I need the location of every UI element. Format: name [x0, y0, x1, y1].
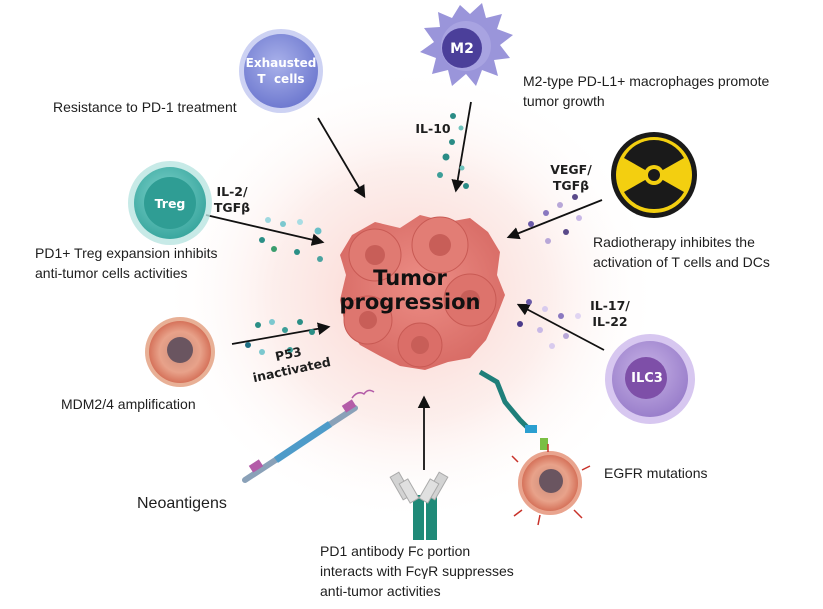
treg-caption-line1: PD1+ Treg expansion inhibits: [35, 245, 218, 261]
neoantigens-caption: Neoantigens: [137, 495, 227, 512]
cytokine-dots-treg: [259, 217, 323, 262]
neoantigen-icon: [242, 389, 375, 483]
exhausted-t-caption: Resistance to PD-1 treatment: [53, 99, 237, 115]
cytokine-dots-m2: [437, 113, 469, 189]
antibody-caption-line1: PD1 antibody Fc portion: [320, 543, 471, 559]
mdm2-cell: [145, 317, 215, 387]
mdm2-caption: MDM2/4 amplification: [61, 396, 196, 412]
radiation-icon: [611, 132, 697, 218]
treg-cell-label: Treg: [154, 196, 186, 211]
m2-macrophage: [420, 3, 513, 86]
treg-cytokine-line2: TGFβ: [213, 200, 251, 215]
center-title-line2: progression: [339, 290, 481, 314]
treg-caption-line2: anti-tumor cells activities: [35, 265, 188, 281]
radiation-cytokine-line2: TGFβ: [552, 178, 590, 193]
arrow-exhausted-to-tumor: [317, 117, 366, 199]
exhausted-t-cell: [239, 29, 323, 113]
ilc3-cytokine-line1: IL-17/: [590, 298, 630, 313]
tumor-mass: [340, 215, 505, 370]
arrow-ilc3-to-tumor: [516, 303, 605, 351]
exhausted-t-cell-label-line1: Exhausted: [245, 56, 317, 70]
m2-cell-label: M2: [450, 41, 474, 57]
exhausted-t-cell-label-line2: T cells: [257, 72, 305, 86]
center-title-line1: Tumor: [373, 266, 447, 290]
egfr-caption: EGFR mutations: [604, 465, 708, 481]
cytokine-dots-ilc3: [517, 299, 581, 349]
cytokine-dots-mdm2: [245, 319, 315, 355]
radiation-cytokine-line1: VEGF/: [550, 162, 592, 177]
antibody-caption-line2: interacts with FcγR suppresses: [320, 563, 514, 579]
treg-cytokine-line1: IL-2/: [216, 184, 248, 199]
arrow-treg-to-tumor: [205, 214, 325, 246]
ilc3-cell-label: ILC3: [631, 371, 663, 386]
cytokine-dots-radiation: [528, 194, 582, 244]
m2-caption-line2: tumor growth: [523, 93, 605, 109]
radiation-caption-line1: Radiotherapy inhibites the: [593, 234, 755, 250]
m2-cytokine-label: IL-10: [415, 121, 451, 136]
arrow-radiation-to-tumor: [506, 199, 603, 240]
arrow-m2-to-tumor: [451, 101, 472, 193]
arrows: [205, 101, 605, 470]
treg-cell: [128, 161, 212, 245]
antibody-icon: [389, 471, 449, 540]
ilc3-cell: [605, 334, 695, 424]
antibody-caption-line3: anti-tumor activities: [320, 583, 441, 599]
egfr-cell: [478, 369, 591, 526]
ilc3-cytokine-line2: IL-22: [592, 314, 628, 329]
m2-caption-line1: M2-type PD-L1+ macrophages promote: [523, 73, 770, 89]
radiation-caption-line2: activation of T cells and DCs: [593, 254, 770, 270]
